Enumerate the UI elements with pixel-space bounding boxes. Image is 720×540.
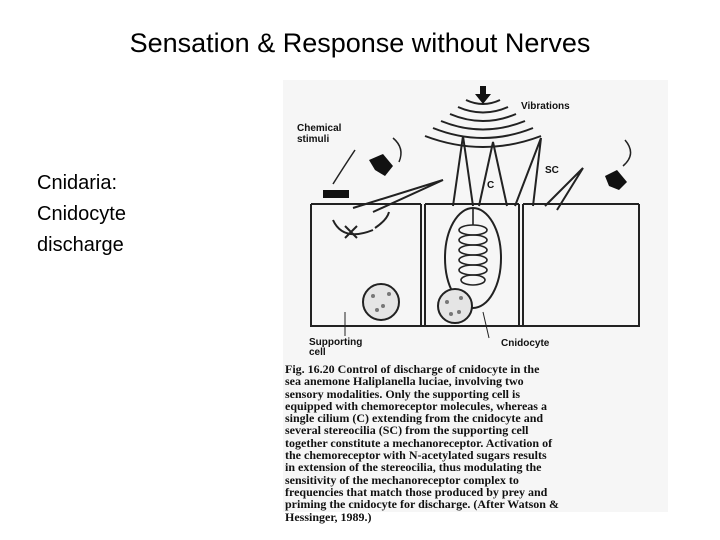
cnidocyte-nucleus <box>437 288 473 324</box>
caption-line: the chemoreceptor with N-acetylated suga… <box>285 448 547 463</box>
caption-line: single cilium (C) extending from the cni… <box>285 411 544 426</box>
chemoreceptor-molecule-icon <box>323 190 349 198</box>
cnidocyte-diagram: Vibrations Chemical stimuli C SC <box>297 86 640 358</box>
supporting-cell-nucleus <box>362 283 400 321</box>
slide-title: Sensation & Response without Nerves <box>129 28 591 58</box>
label-chemical-stimuli: stimuli <box>297 134 329 145</box>
caption-line: in extension of the stereocilia, thus mo… <box>285 460 542 475</box>
label-supporting-cell: cell <box>309 347 326 358</box>
caption-line: sensory modalities. Only the supporting … <box>285 386 521 401</box>
cell-outlines <box>310 203 640 327</box>
caption-line: sensitivity of the mechanoreceptor compl… <box>285 472 519 487</box>
caption-line: priming the cnidocyte for discharge. (Af… <box>285 497 559 512</box>
vibration-waves <box>424 99 542 148</box>
nucleus-texture <box>371 292 463 316</box>
signal-arrows <box>332 211 390 239</box>
label-cilium: C <box>487 180 494 191</box>
cnidocyte-figure: Vibrations Chemical stimuli C SC <box>283 80 668 523</box>
caption-line: frequencies that match those produced by… <box>285 484 548 499</box>
label-cnidocyte: Cnidocyte <box>501 338 550 349</box>
stereocilia <box>352 135 584 213</box>
bullet-text: Cnidaria: Cnidocyte discharge <box>37 168 237 261</box>
label-stereocilia: SC <box>545 165 559 176</box>
coiled-thread <box>458 208 488 286</box>
caption-line: sea anemone Haliplanella luciae, involvi… <box>285 374 524 389</box>
caption-line: Hessinger, 1989.) <box>285 509 372 524</box>
bullet-line: Cnidocyte <box>37 203 126 225</box>
vibration-arrow-icon <box>475 86 491 104</box>
label-pointers <box>344 311 490 339</box>
bullet-line: Cnidaria: <box>37 172 118 194</box>
bullet-line: discharge <box>37 234 124 256</box>
caption-line: equipped with chemoreceptor molecules, w… <box>285 398 547 413</box>
figure-caption: Fig. 16.20 Control of discharge of cnido… <box>285 363 665 523</box>
label-vibrations: Vibrations <box>521 101 570 112</box>
chemical-molecule-icon <box>369 154 393 176</box>
caption-line: together constitute a mechanoreceptor. A… <box>285 435 553 450</box>
stimulus-arrows <box>332 137 632 185</box>
label-supporting-cell: Supporting <box>309 337 362 348</box>
chemical-molecule-icon <box>605 170 627 190</box>
caption-line: several stereocilia (SC) from the suppor… <box>285 423 529 438</box>
label-chemical-stimuli: Chemical <box>297 123 342 134</box>
caption-line: Fig. 16.20 Control of discharge of cnido… <box>285 362 540 376</box>
